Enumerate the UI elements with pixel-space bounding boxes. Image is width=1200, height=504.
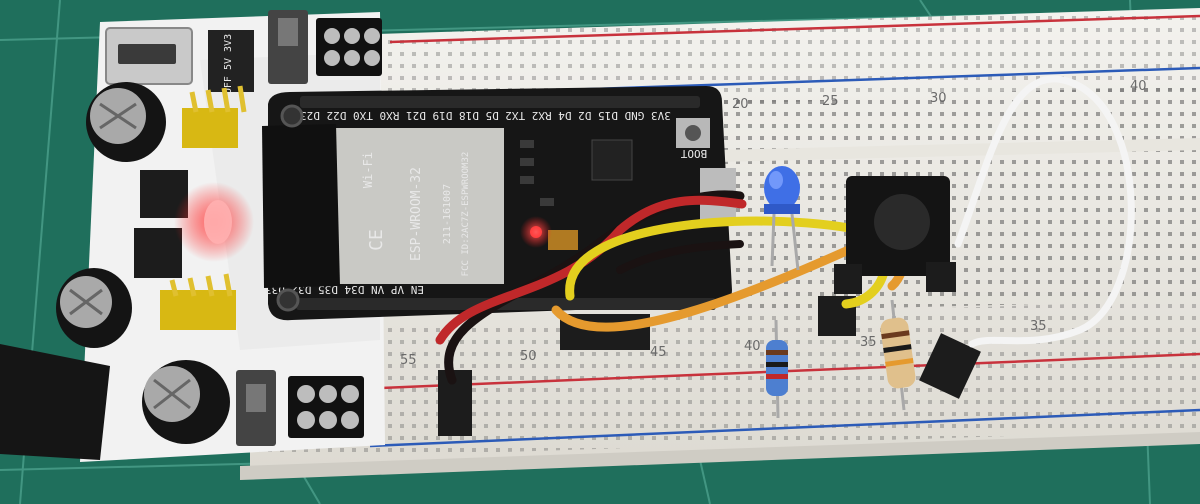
rail-red-top (389, 14, 1200, 44)
wire-yellow (565, 216, 890, 309)
col-num-40: 40 (744, 339, 761, 354)
resistor-beige (880, 299, 916, 411)
header-pins-bottom (160, 273, 236, 330)
col-num-40-right: 40 (1130, 79, 1147, 94)
mounting-hole-bottom (276, 288, 300, 312)
col-num-20: 20 (732, 97, 749, 112)
ce-mark: CE (366, 229, 387, 251)
tactile-pushbutton (834, 176, 956, 294)
breadboard-column-numbers: 20 25 30 35 40 45 50 55 60 35 40 (284, 79, 1147, 374)
jumper-wires (435, 75, 1135, 385)
col-num-35: 35 (860, 335, 877, 350)
top-pin-row (300, 96, 700, 108)
resistor-blue (766, 319, 788, 419)
usb-uart-chip (591, 139, 633, 181)
smd-components (520, 140, 578, 250)
jumper-label: OFF 5V 3V3 (223, 34, 234, 94)
col-num-45: 45 (650, 345, 667, 360)
col-num-25: 25 (822, 94, 839, 109)
col-num-35-right: 35 (1030, 319, 1047, 334)
col-num-30: 30 (930, 91, 947, 106)
module-fcc: FCC ID:2AC7Z-ESPWROOM32 (461, 152, 471, 277)
boot-label: BOOT (680, 147, 707, 160)
capacitor-left (56, 268, 132, 348)
screw-terminal-top (316, 18, 382, 76)
capacitor-bottom (142, 360, 230, 444)
wifi-mark: Wi-Fi (361, 152, 375, 188)
col-num-55: 55 (400, 353, 417, 368)
module-name: ESP-WROOM-32 (409, 167, 424, 261)
screw-terminal-bottom (288, 376, 364, 438)
voltage-regulator-bottom (134, 228, 182, 278)
esp32-devkit-board: 3V3 GND D15 D2 D4 RX2 TX2 D5 D18 D19 D21… (262, 86, 736, 321)
dupont-connector-right (919, 333, 981, 399)
rail-red-bottom (379, 352, 1200, 390)
module-cert: 211-161007 (442, 184, 453, 244)
dc-barrel-jack (0, 344, 110, 460)
capacitor-top (86, 82, 166, 162)
rail-blue-bottom (369, 408, 1200, 448)
top-pin-labels: 3V3 GND D15 D2 D4 RX2 TX2 D5 D18 D19 D21… (300, 109, 671, 122)
header-pins-top (182, 85, 247, 148)
blue-led (764, 166, 800, 271)
col-num-50: 50 (520, 349, 537, 364)
boot-button (676, 118, 710, 148)
wire-white (954, 75, 1135, 348)
board-led-glow (520, 216, 552, 248)
esp-wroom-32-module: ESP-WROOM-32 211-161007 FCC ID:2AC7Z-ESP… (262, 124, 504, 288)
mounting-hole-top (280, 104, 304, 128)
jumper-label-box: OFF 5V 3V3 (208, 30, 254, 94)
